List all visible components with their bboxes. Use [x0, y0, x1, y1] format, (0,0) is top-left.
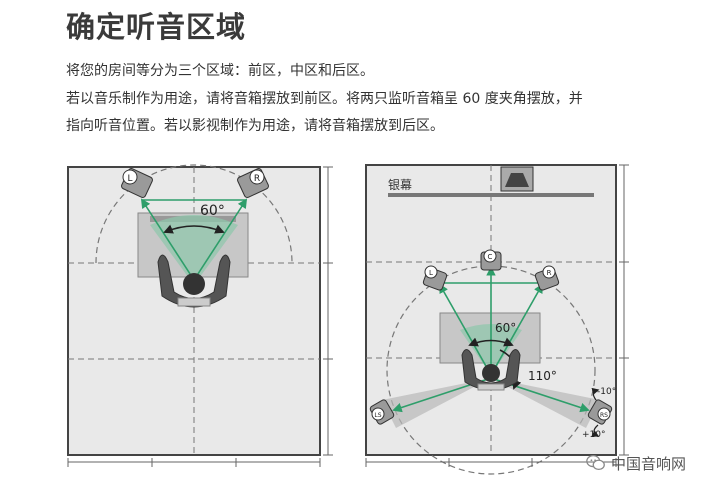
- left-room-diagram: 60° L R: [67, 164, 333, 467]
- right-surround-angle-label: 110°: [528, 369, 557, 383]
- intro-paragraph-3: 指向听音位置。若以影视制作为用途，请将音箱摆放到后区。: [66, 118, 444, 134]
- right-speaker-RS: RS: [587, 399, 613, 425]
- right-tilt-minus-label: -10°: [597, 387, 616, 397]
- left-listener-figure: [157, 254, 231, 308]
- right-speaker-L-label: L: [429, 269, 433, 277]
- right-screen-bar: [388, 193, 594, 197]
- right-speaker-R-label: R: [547, 269, 552, 277]
- right-cone-ls: [382, 378, 491, 428]
- left-arrow-to-R: [193, 198, 248, 281]
- left-arrow-to-L: [140, 198, 195, 281]
- right-speaker-R: R: [534, 265, 560, 291]
- right-speaker-LS: LS: [369, 399, 395, 425]
- right-tilt-plus-arrow: [591, 424, 600, 437]
- right-subwoofer: [500, 166, 534, 192]
- right-listening-circle: [386, 265, 596, 475]
- right-front-angle-label: 60°: [495, 321, 516, 335]
- right-front-angle-arc: [468, 337, 514, 347]
- right-tilt-plus-label: +10°: [582, 430, 606, 440]
- right-cone-rs: [491, 378, 600, 428]
- page-title: 确定听音区域: [66, 10, 247, 44]
- right-tilt-minus-arrow: [591, 387, 600, 401]
- watermark-text: 中国音响网: [611, 454, 687, 473]
- right-speaker-RS-label: RS: [600, 412, 608, 419]
- intro-paragraph-2: 若以音乐制作为用途，请将音箱摆放到前区。将两只监听音箱呈 60 度夹角摆放，并: [66, 91, 583, 107]
- left-angle-label: 60°: [200, 203, 225, 219]
- left-listening-arc: [95, 164, 293, 264]
- left-speaker-L: L: [121, 168, 153, 198]
- right-listener-figure: [461, 349, 521, 391]
- left-dimension-lines: [67, 166, 333, 467]
- right-speaker-LS-label: LS: [374, 412, 381, 419]
- right-dimension-lines: [365, 164, 629, 467]
- watermark: 中国音响网: [585, 452, 686, 474]
- left-angle-arc: [163, 224, 225, 234]
- right-speaker-L: L: [422, 265, 448, 291]
- right-room-diagram: 银幕 60° 110°: [365, 164, 629, 475]
- right-speaker-C-label: C: [488, 253, 493, 261]
- wechat-icon: [586, 455, 605, 471]
- left-speaker-R-label: R: [254, 174, 260, 184]
- left-speaker-R: R: [237, 168, 269, 198]
- right-speaker-C: C: [480, 249, 502, 271]
- intro-paragraph-1: 将您的房间等分为三个区域：前区，中区和后区。: [66, 63, 374, 79]
- left-speaker-L-label: L: [127, 174, 132, 184]
- right-green-arrows: [392, 266, 590, 413]
- right-screen-label: 银幕: [388, 178, 412, 192]
